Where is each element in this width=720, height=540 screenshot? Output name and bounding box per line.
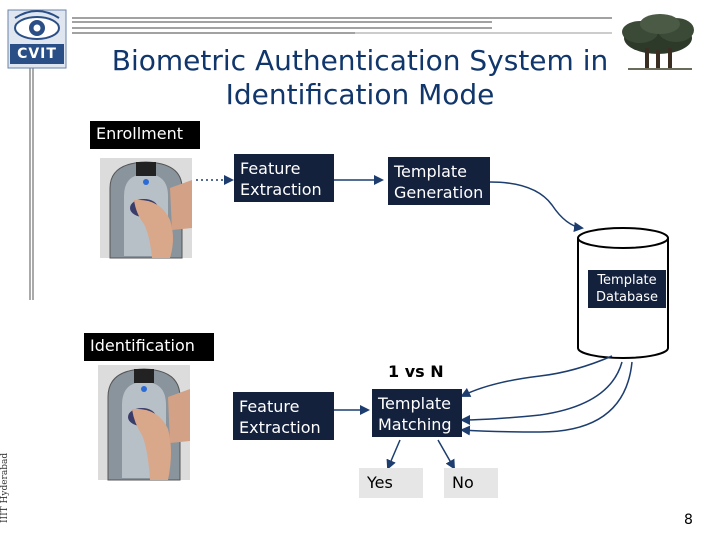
logo-text: CVIT xyxy=(17,46,57,62)
one-vs-n-label: 1 vs N xyxy=(388,362,444,381)
page-number: 8 xyxy=(684,512,693,528)
title-line-1: Biometric Authentication System in xyxy=(111,44,609,77)
arrow-template-to-database xyxy=(489,181,584,232)
no-outcome: No xyxy=(444,468,498,498)
fingerprint-scanner-icon xyxy=(98,365,190,481)
enrollment-feature-extraction-box: Feature Extraction xyxy=(234,154,334,202)
template-generation-box: Template Generation xyxy=(388,157,490,205)
flow-arrows xyxy=(196,175,633,470)
arrow-matching-to-no xyxy=(437,439,455,470)
fingerprint-scanner-icon xyxy=(100,158,192,259)
arrow-database-to-matching-2 xyxy=(460,361,623,425)
identification-label: Identification xyxy=(84,333,214,361)
arrow-database-to-matching-1 xyxy=(460,355,613,397)
arrow-matching-to-yes xyxy=(386,439,401,470)
title-line-2: Identification Mode xyxy=(225,78,495,111)
arrow-database-to-matching-3 xyxy=(460,361,633,436)
page-title: Biometric Authentication System in Ident… xyxy=(60,44,660,112)
identification-feature-extraction-box: Feature Extraction xyxy=(233,392,334,440)
yes-outcome: Yes xyxy=(359,468,423,498)
template-database-label: Template Database xyxy=(588,270,666,308)
footer-institution: IIIT Hyderabad xyxy=(0,452,10,524)
tree-icon xyxy=(622,14,694,70)
header-rules xyxy=(72,17,612,34)
template-matching-box: Template Matching xyxy=(372,389,462,437)
enrollment-label: Enrollment xyxy=(90,121,200,149)
left-rules xyxy=(29,60,34,300)
eye-logo-icon xyxy=(7,9,67,69)
